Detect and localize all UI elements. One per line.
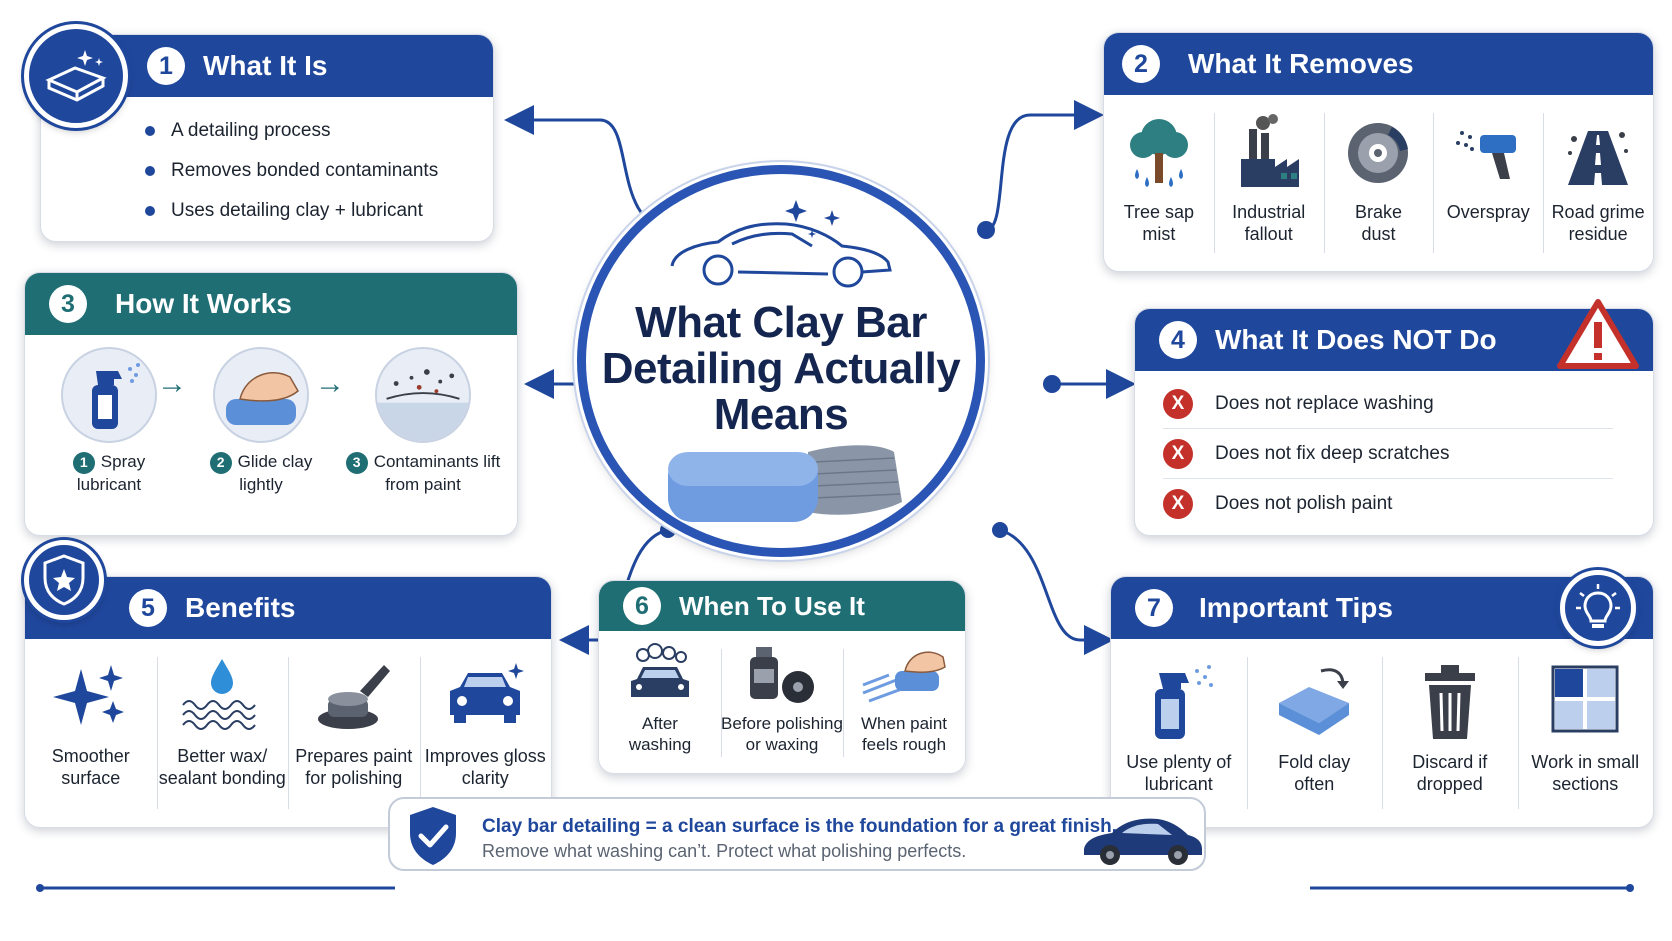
list-item: Before polishing or waxing <box>721 631 843 773</box>
x-mark-icon: X <box>1163 438 1193 469</box>
clay-bar-badge-icon <box>24 24 128 128</box>
section-number: 2 <box>1122 45 1160 83</box>
card-title: Benefits <box>185 592 296 623</box>
section-number: 5 <box>129 589 167 627</box>
contaminants-icon <box>375 347 471 443</box>
tree-sap-icon <box>1129 119 1188 187</box>
arrow-right-icon: → <box>157 367 187 400</box>
spray-bottle-icon <box>1154 665 1213 739</box>
when-grid: After washing Before polishing or waxing… <box>599 631 965 773</box>
car-outline-icon <box>670 200 892 288</box>
warning-icon <box>1557 299 1639 369</box>
card-important-tips: 7 Important Tips Use plenty of lubricant… <box>1110 576 1654 828</box>
shield-icon <box>24 540 104 620</box>
card-title: When To Use It <box>679 590 865 621</box>
shield-check-icon <box>410 807 456 865</box>
list-item: Smoother surface <box>25 639 157 827</box>
list-item: Uses detailing clay + lubricant <box>145 191 493 231</box>
tips-grid: Use plenty of lubricant Fold clay often … <box>1111 639 1653 827</box>
list-item: Industrial fallout <box>1213 95 1324 271</box>
sparkle-icon <box>52 665 124 725</box>
car-front-icon <box>450 663 525 723</box>
list-item: Overspray <box>1433 95 1543 271</box>
card-what-it-removes: 2 What It Removes Tree sap mist Industri… <box>1103 32 1654 272</box>
list-item: Better wax/ sealant bonding <box>156 639 289 827</box>
card-when-to-use: 6 When To Use It After washing Before po… <box>598 580 966 774</box>
list-item: Work in small sections <box>1517 639 1654 827</box>
road-icon <box>1568 131 1629 185</box>
card-header: 5 Benefits <box>25 577 551 639</box>
summary-headline: Clay bar detailing = a clean surface is … <box>482 816 1118 837</box>
list-item: When paint feels rough <box>843 631 965 773</box>
section-number: 4 <box>1159 321 1197 359</box>
water-drop-icon <box>182 659 257 730</box>
card-title: Important Tips <box>1199 592 1393 623</box>
list-item: A detailing process <box>145 111 493 151</box>
clay-and-towel-icon <box>668 445 902 522</box>
center-title: What Clay Bar Detailing Actually Means <box>601 298 961 439</box>
list-item: Fold clay often <box>1246 639 1383 827</box>
fold-clay-icon <box>1279 668 1350 735</box>
list-item: After washing <box>599 631 721 773</box>
factory-icon <box>1240 114 1299 187</box>
car-wash-icon <box>631 643 689 697</box>
summary-subline: Remove what washing can’t. Protect what … <box>482 841 967 861</box>
rough-paint-icon <box>862 651 946 703</box>
spray-bottle-icon <box>61 347 157 443</box>
card-benefits: 5 Benefits Smoother surface Better wax/ … <box>24 576 552 828</box>
car-side-icon <box>1084 818 1202 865</box>
card-title: What It Is <box>203 50 328 81</box>
list-item: Prepares paint for polishing <box>288 639 420 827</box>
removes-grid: Tree sap mist Industrial fallout Brake d… <box>1104 95 1653 271</box>
summary-banner: Clay bar detailing = a clean surface is … <box>388 797 1206 871</box>
list-item: Brake dust <box>1323 95 1434 271</box>
section-number: 6 <box>623 587 661 625</box>
x-mark-icon: X <box>1163 388 1193 419</box>
benefits-grid: Smoother surface Better wax/ sealant bon… <box>25 639 551 827</box>
list-item: Use plenty of lubricant <box>1111 639 1247 827</box>
list-item: Discard if dropped <box>1382 639 1518 827</box>
card-title: How It Works <box>115 288 292 319</box>
card-header: 7 Important Tips <box>1111 577 1653 639</box>
grid-icon <box>1551 665 1619 733</box>
section-number: 7 <box>1135 589 1173 627</box>
list-item: Tree sap mist <box>1104 95 1214 271</box>
arrow-right-icon: → <box>315 367 345 400</box>
list-item: Removes bonded contaminants <box>145 151 493 191</box>
bullet-list: A detailing process Removes bonded conta… <box>41 97 493 231</box>
section-number: 3 <box>49 285 87 323</box>
card-header: 6 When To Use It <box>599 581 965 631</box>
card-title: What It Removes <box>1188 48 1414 79</box>
polisher-icon <box>317 665 390 729</box>
list-item: Improves gloss clarity <box>419 639 552 827</box>
card-header: 2 What It Removes <box>1104 33 1653 95</box>
hand-clay-icon <box>213 347 309 443</box>
bullet-icon <box>145 206 155 216</box>
card-title: What It Does NOT Do <box>1215 324 1497 355</box>
list-item: Road grime residue <box>1543 95 1653 271</box>
spray-gun-icon <box>1456 131 1517 179</box>
brake-disc-icon <box>1348 123 1409 183</box>
section-number: 1 <box>147 47 185 85</box>
bullet-icon <box>145 126 155 136</box>
trash-icon <box>1424 665 1475 739</box>
card-header: 3 How It Works <box>25 273 517 335</box>
x-mark-icon: X <box>1163 489 1193 519</box>
lightbulb-icon <box>1560 570 1636 646</box>
wax-bottle-icon <box>750 647 814 703</box>
center-title-circle: What Clay Bar Detailing Actually Means <box>577 165 985 557</box>
bullet-icon <box>145 166 155 176</box>
